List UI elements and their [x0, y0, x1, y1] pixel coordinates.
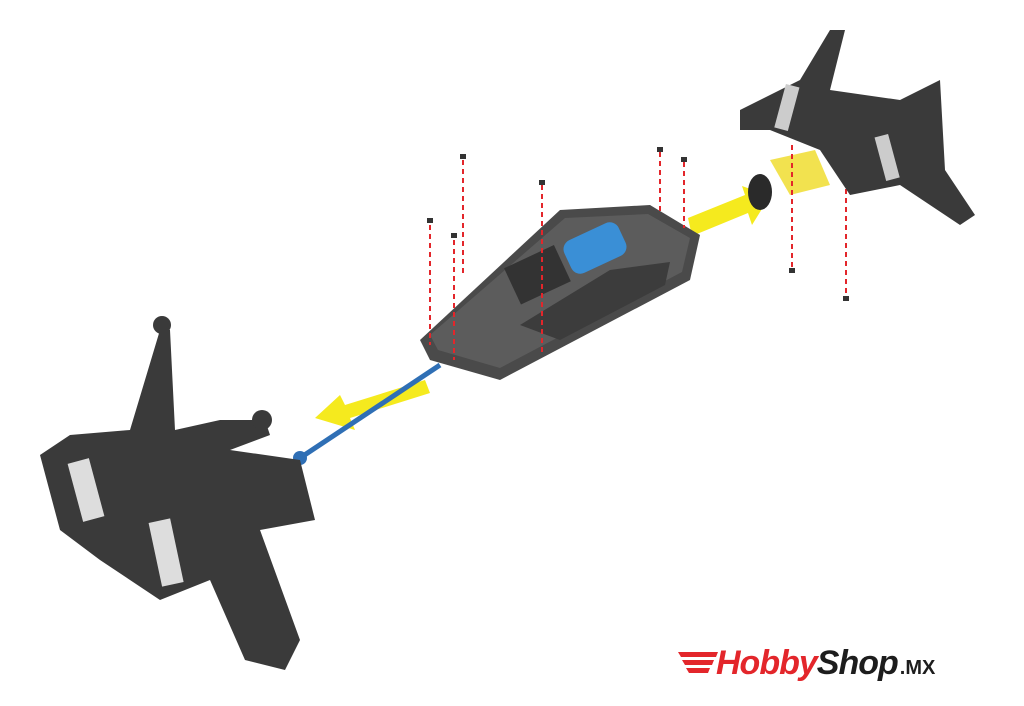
battery-tray: [520, 262, 670, 340]
arrow-front: [315, 380, 430, 430]
motor: [563, 222, 627, 274]
logo-shop: Shop: [816, 644, 899, 682]
logo-tld: .MX: [899, 657, 936, 679]
chassis-tub-top: [430, 214, 690, 368]
logo-speed-lines-icon: [678, 652, 718, 673]
screw-lines: [429, 145, 847, 360]
front-suspension: [40, 316, 315, 670]
spur-gear: [748, 174, 772, 210]
hobbyshop-logo: Hobby Shop .MX: [716, 643, 935, 683]
screws: [427, 147, 849, 301]
rear-suspension: [740, 30, 975, 225]
center-driveshaft: [298, 362, 442, 461]
arrow-rear-2: [770, 150, 830, 195]
esc: [504, 245, 571, 305]
logo-hobby: Hobby: [716, 644, 818, 682]
